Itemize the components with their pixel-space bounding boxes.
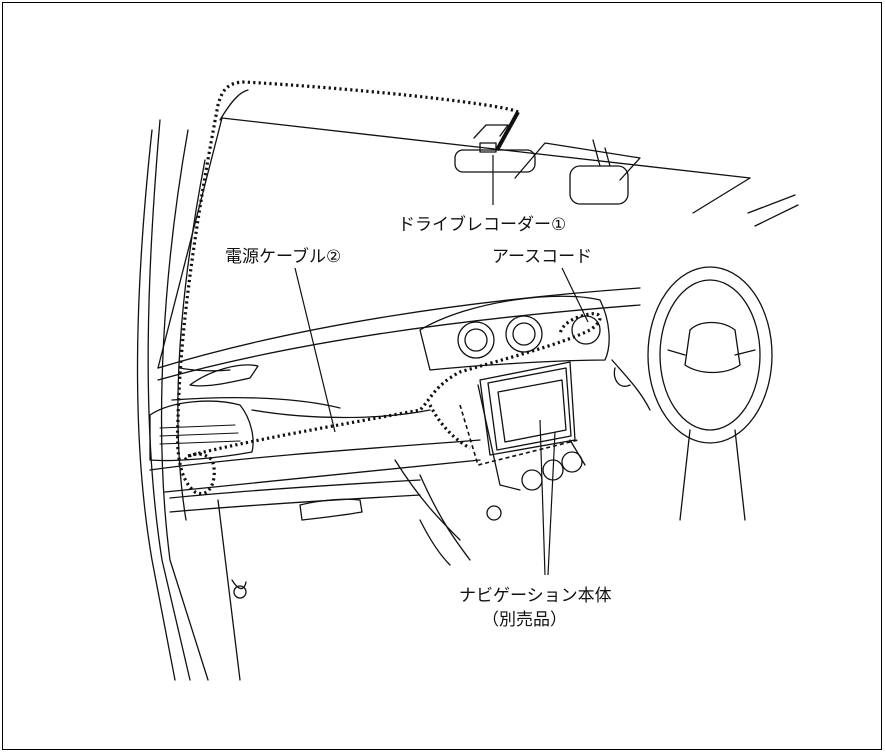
center-knobs [486, 451, 583, 521]
label-sold-separately: （別売品） [482, 610, 567, 630]
a-pillar [136, 89, 249, 681]
dashboard [149, 287, 641, 566]
visor-mirror [569, 139, 629, 205]
leader-lines [294, 155, 589, 576]
door-frame-right [747, 194, 799, 227]
label-navigation-unit: ナビゲーション本体 [459, 586, 612, 606]
navigation-head-unit [477, 361, 586, 491]
windshield [157, 117, 751, 369]
rearview-mirror [454, 111, 536, 173]
kick-panel [217, 499, 247, 681]
steering-wheel [611, 266, 773, 521]
label-ground-cord: アースコード [492, 247, 592, 267]
label-drive-recorder: ドライブレコーダー① [398, 214, 566, 235]
cable-route [175, 80, 602, 496]
label-power-cable: 電源ケーブル② [225, 246, 341, 267]
instrument-cluster [419, 295, 610, 371]
